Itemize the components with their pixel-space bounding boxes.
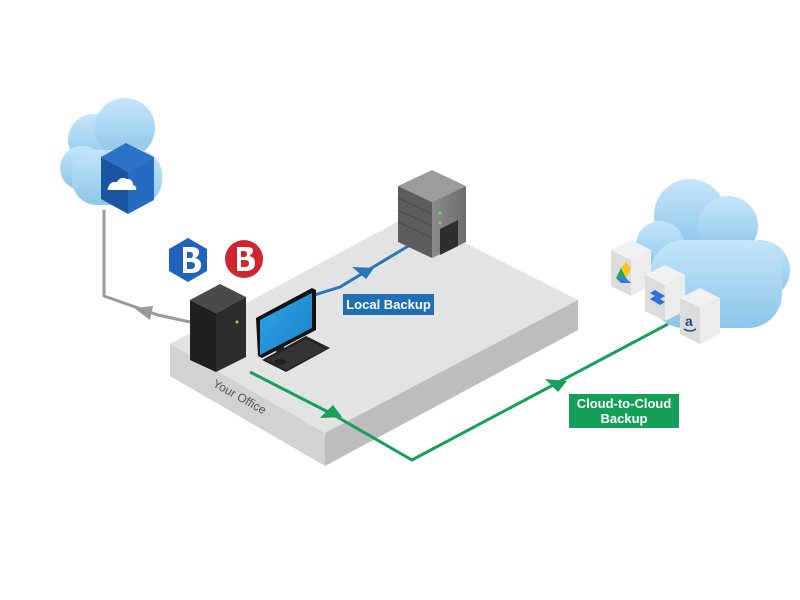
office-platform: Your Office — [170, 215, 578, 466]
onedrive-connector-arrow — [134, 306, 153, 320]
cloud-backup-label: Cloud-to-Cloud Backup — [569, 394, 679, 428]
dropbox-icon — [645, 265, 685, 321]
svg-text:a: a — [685, 313, 693, 329]
onedrive-connector-line — [102, 210, 191, 324]
cloud-backup-label-line1: Cloud-to-Cloud — [576, 396, 672, 411]
cloud-backup-label-line2: Backup — [600, 411, 648, 426]
local-backup-arrow — [352, 267, 374, 279]
cloud-backup-arrow-2 — [545, 379, 567, 392]
cloud-backup-line — [249, 322, 669, 462]
onedrive-icon — [101, 143, 154, 214]
backupify-red-logo-icon — [222, 237, 266, 281]
backupify-blue-logo-icon — [169, 238, 207, 282]
local-backup-label: Local Backup — [343, 294, 434, 315]
desktop-computer-icon — [190, 284, 330, 372]
cloud-backup-arrow-1 — [320, 405, 342, 418]
amazon-icon: a — [680, 288, 720, 344]
nas-server-icon — [397, 170, 466, 258]
